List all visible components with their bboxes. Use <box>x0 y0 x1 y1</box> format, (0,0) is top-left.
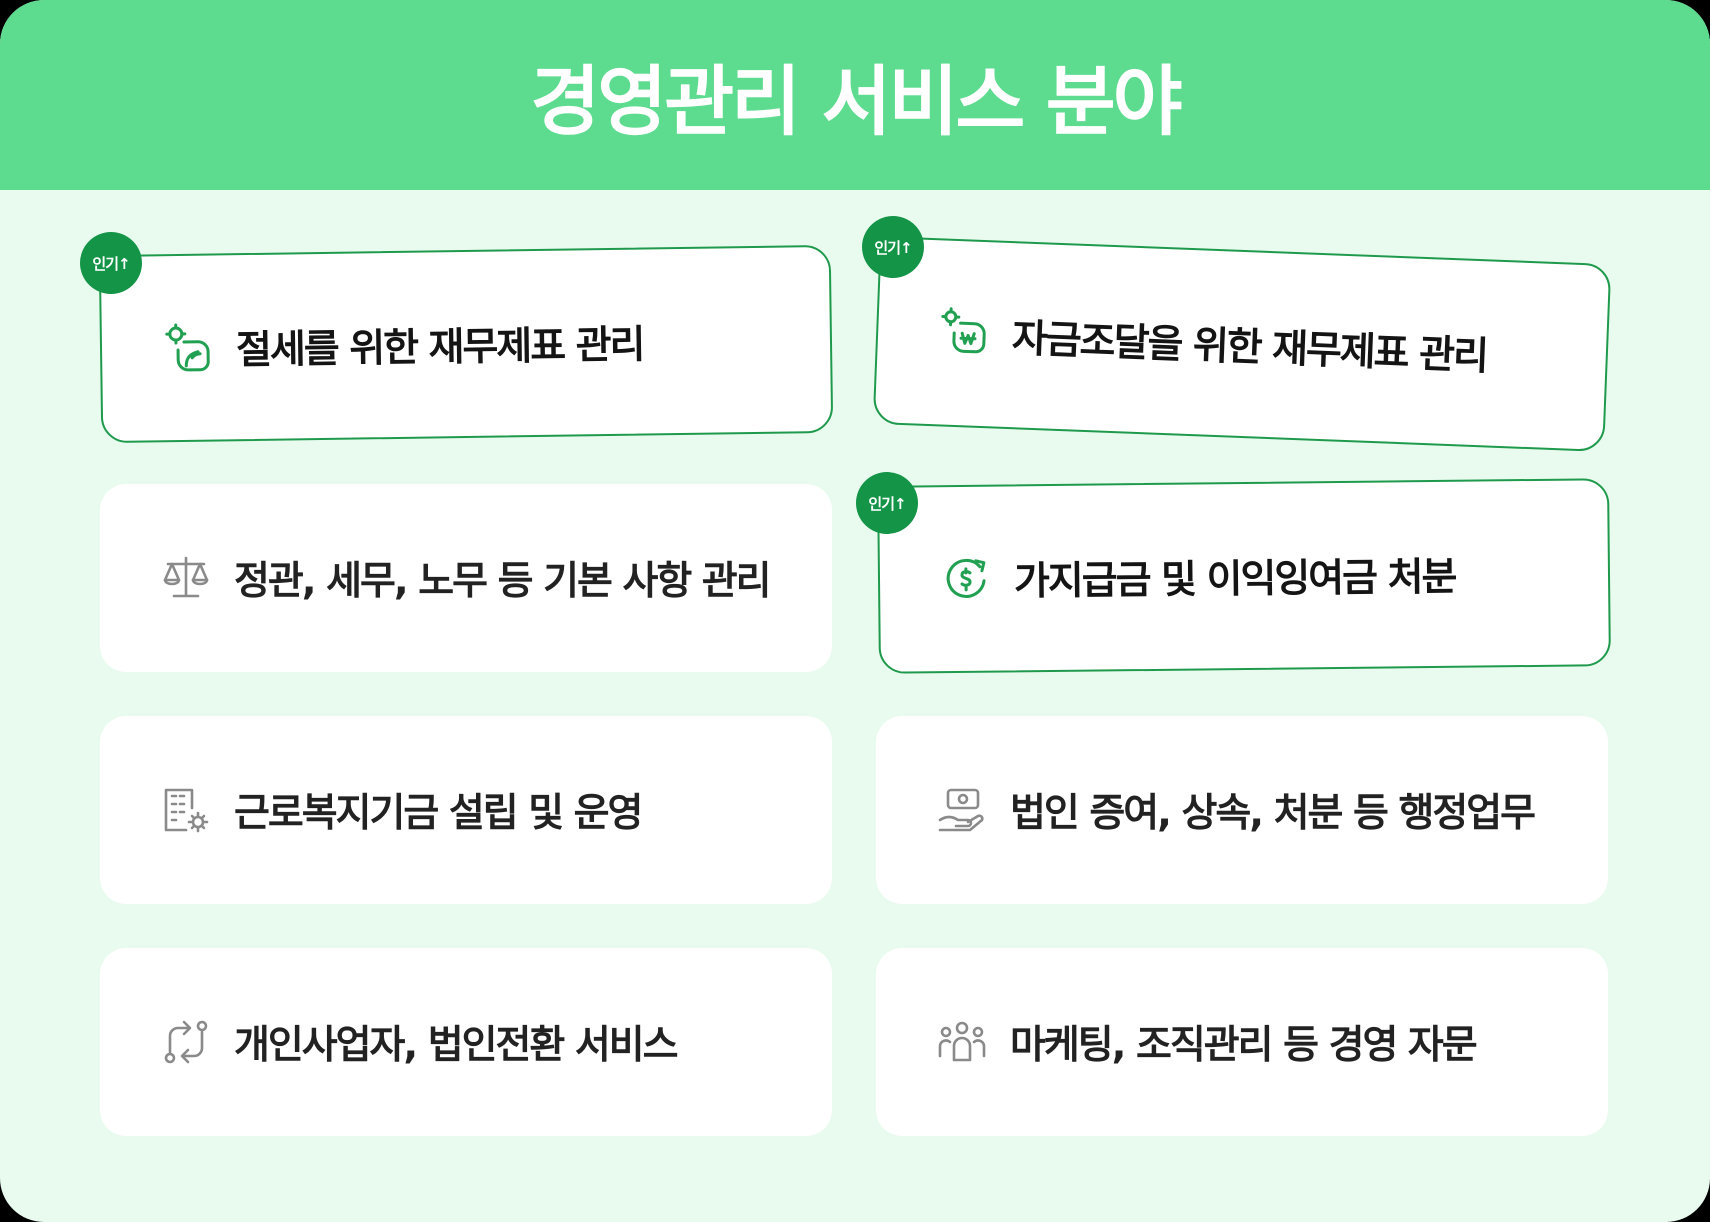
popular-badge: 인기↑ <box>80 232 142 294</box>
service-label: 개인사업자, 법인전환 서비스 <box>234 1023 679 1068</box>
service-card-corporate-conversion[interactable]: 개인사업자, 법인전환 서비스 <box>100 948 832 1136</box>
gear-plant-icon <box>162 322 215 375</box>
dollar-cycle-icon <box>940 553 993 606</box>
service-card-funding[interactable]: 자금조달을 위한 재무제표 관리 <box>872 236 1612 452</box>
service-label: 법인 증여, 상속, 처분 등 행정업무 <box>1010 791 1536 836</box>
service-label: 자금조달을 위한 재무제표 관리 <box>1011 316 1488 380</box>
service-label: 정관, 세무, 노무 등 기본 사항 관리 <box>234 559 772 604</box>
service-card-welfare-fund[interactable]: 근로복지기금 설립 및 운영 <box>100 716 832 904</box>
scale-icon <box>160 552 212 604</box>
building-gear-icon <box>160 784 212 836</box>
header-banner: 경영관리 서비스 분야 <box>0 0 1710 190</box>
hand-money-icon <box>936 784 988 836</box>
service-card-tax-saving[interactable]: 절세를 위한 재무제표 관리 <box>98 244 834 444</box>
service-label: 근로복지기금 설립 및 운영 <box>234 791 643 836</box>
gear-won-icon <box>937 306 991 360</box>
popular-badge: 인기↑ <box>862 216 924 278</box>
service-card-corporate-gift[interactable]: 법인 증여, 상속, 처분 등 행정업무 <box>876 716 1608 904</box>
service-card-consulting[interactable]: 마케팅, 조직관리 등 경영 자문 <box>876 948 1608 1136</box>
service-card-provisional-payment[interactable]: 가지급금 및 이익잉여금 처분 <box>877 478 1611 674</box>
page-title: 경영관리 서비스 분야 <box>530 57 1182 146</box>
service-label: 절세를 위한 재무제표 관리 <box>235 322 644 374</box>
popular-badge: 인기↑ <box>856 472 918 534</box>
team-icon <box>936 1016 988 1068</box>
exchange-icon <box>160 1016 212 1068</box>
service-label: 마케팅, 조직관리 등 경영 자문 <box>1010 1023 1478 1068</box>
service-card-basic-management[interactable]: 정관, 세무, 노무 등 기본 사항 관리 <box>100 484 832 672</box>
service-label: 가지급금 및 이익잉여금 처분 <box>1013 554 1456 605</box>
